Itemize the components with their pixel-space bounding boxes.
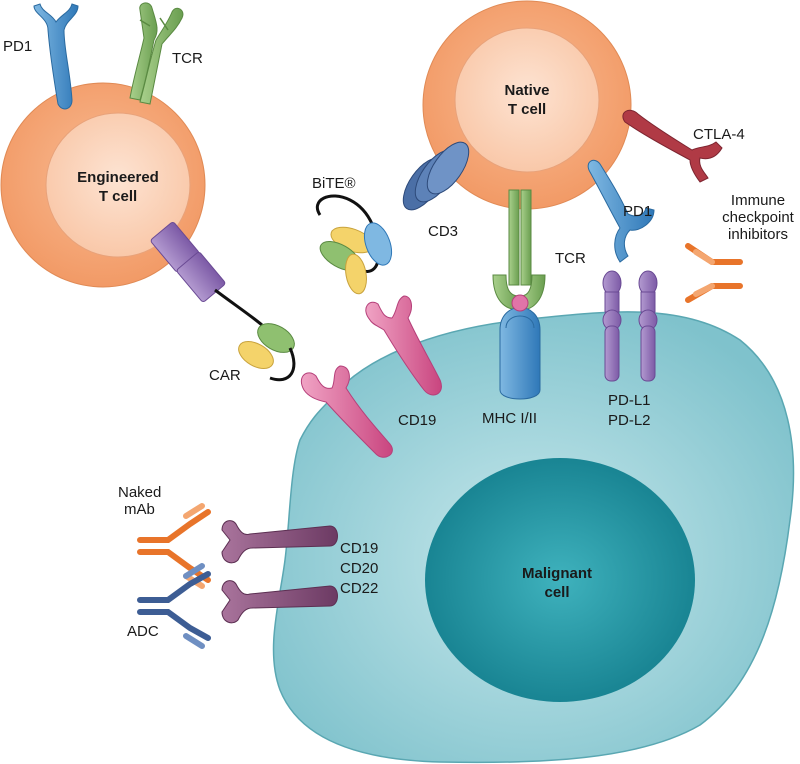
- malignant-nucleus: [425, 458, 695, 702]
- checkpoint-label-3: inhibitors: [728, 226, 788, 243]
- car-label: CAR: [209, 367, 241, 384]
- cd19-b-label: CD19: [340, 540, 378, 557]
- cd3-label: CD3: [428, 223, 458, 240]
- cd20-label: CD20: [340, 560, 378, 577]
- mhc-label: MHC I/II: [482, 410, 537, 427]
- checkpoint-inhibitor-antibody: [685, 243, 743, 303]
- car-construct: [150, 221, 296, 382]
- ctla4-receptor: [622, 109, 723, 183]
- naked-mab-label-2: mAb: [124, 501, 155, 518]
- pdl1-label: PD-L1: [608, 392, 651, 409]
- native-t-cell-label-2: T cell: [508, 101, 546, 118]
- pd1-native-label: PD1: [623, 203, 652, 220]
- cd19-antigen-lower: [300, 365, 393, 458]
- adc-label: ADC: [127, 623, 159, 640]
- malignant-cell-label-1: Malignant: [522, 565, 592, 582]
- malignant-cell-label-2: cell: [544, 584, 569, 601]
- pd1-receptor-native: [587, 159, 655, 263]
- native-t-cell-inner: [454, 27, 600, 173]
- tcr-engineered: [129, 2, 184, 105]
- engineered-t-cell-label-1: Engineered: [77, 169, 159, 186]
- bite-label: BiTE®: [312, 175, 356, 192]
- adc-antibody: [137, 563, 211, 649]
- native-t-cell: Native T cell: [422, 0, 632, 210]
- tcr-engineered-label: TCR: [172, 50, 203, 67]
- cd-antigen-lower: [221, 580, 338, 624]
- pd-l1-ligand: [602, 270, 622, 382]
- cd22-label: CD22: [340, 580, 378, 597]
- mhc-complex: [499, 294, 541, 400]
- pdl2-label: PD-L2: [608, 412, 651, 429]
- naked-mab-antibody: [137, 503, 211, 589]
- engineered-t-cell-inner: [45, 112, 191, 258]
- pd1-receptor-engineered: [33, 3, 79, 110]
- cd19-antigen-top: [365, 295, 442, 396]
- cd-antigen-upper: [221, 520, 338, 564]
- checkpoint-label-2: checkpoint: [722, 209, 795, 226]
- pd1-engineered-label: PD1: [3, 38, 32, 55]
- malignant-cell: Malignant cell: [272, 311, 795, 764]
- bite-molecule: [316, 194, 393, 295]
- cd19-label: CD19: [398, 412, 436, 429]
- cd3-complex: [402, 141, 470, 211]
- pd-l2-ligand: [638, 270, 658, 382]
- tcr-native-label: TCR: [555, 250, 586, 267]
- engineered-t-cell: Engineered T cell: [0, 82, 206, 288]
- ctla4-label: CTLA-4: [693, 126, 745, 143]
- engineered-t-cell-label-2: T cell: [99, 188, 137, 205]
- native-t-cell-label-1: Native: [504, 82, 549, 99]
- checkpoint-label-1: Immune: [731, 192, 785, 209]
- naked-mab-label-1: Naked: [118, 484, 161, 501]
